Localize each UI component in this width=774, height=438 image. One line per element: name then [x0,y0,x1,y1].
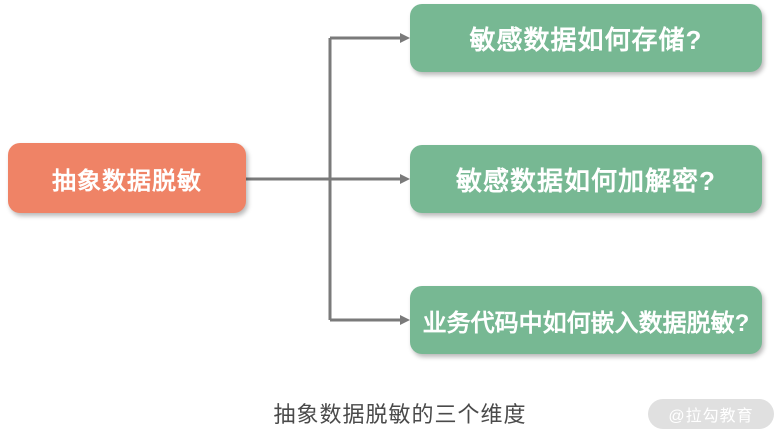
branch-node-embed-code: 业务代码中如何嵌入数据脱敏? [410,286,762,354]
watermark-label: @拉勾教育 [668,408,754,425]
arrowhead-middle [400,174,410,184]
root-node-label: 抽象数据脱敏 [52,167,202,195]
branch-node-encryption: 敏感数据如何加解密? [410,145,762,213]
watermark-badge: @拉勾教育 [648,399,774,429]
diagram-caption: 抽象数据脱敏的三个维度 [273,402,527,427]
branch-node-label: 业务代码中如何嵌入数据脱敏? [422,309,750,337]
root-node-abstract-data-masking: 抽象数据脱敏 [8,143,246,213]
branch-node-storage: 敏感数据如何存储? [410,4,762,72]
branch-node-label: 敏感数据如何加解密? [456,165,716,196]
arrowhead-bottom [400,315,410,325]
branch-node-label: 敏感数据如何存储? [469,24,703,55]
arrowhead-top [400,33,410,43]
